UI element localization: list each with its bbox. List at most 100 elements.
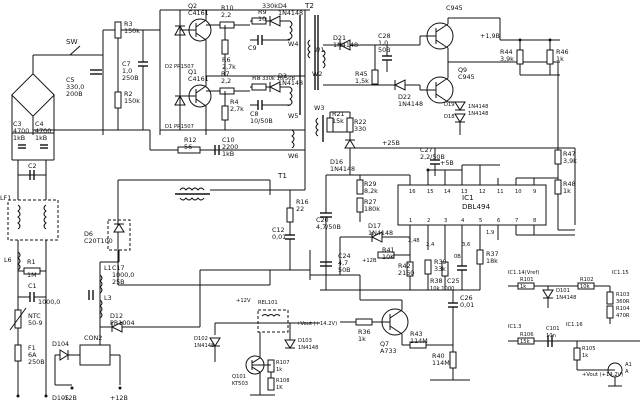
label-v36: 3,6 — [462, 242, 470, 248]
resistor-r7 — [219, 87, 235, 95]
label-w1: W1 — [314, 46, 324, 54]
winding-w2 — [322, 49, 326, 69]
label-c9: C9 — [248, 44, 257, 52]
label-r107-0: R107 — [276, 360, 290, 366]
label-v48: 2,48 — [408, 238, 420, 244]
diode-d4 — [268, 15, 281, 27]
label-ic1-0: IC1 — [462, 193, 474, 202]
resistor-r2 — [114, 91, 122, 109]
label-c7-2: 250B — [122, 74, 139, 82]
label-ic13: IC1.3 — [508, 324, 521, 330]
label-c26-0: C26 — [460, 294, 473, 302]
label-c17-1: 1000,0 — [112, 271, 134, 279]
label-r38v: 10k 1000 — [430, 286, 454, 292]
label-d18: D18 — [444, 114, 455, 120]
label-c101-1: 10n — [546, 333, 556, 339]
diode-d102 — [209, 337, 221, 347]
label-f1-1: 6A — [28, 351, 37, 359]
label-d103-1: 1N4148 — [298, 345, 318, 351]
label-q2-0: Q2 — [188, 2, 197, 10]
label-c7-0: C7 — [122, 60, 131, 68]
label-q7-0: Q7 — [380, 340, 389, 348]
diode-d18 — [454, 113, 466, 123]
label-r108-0: R108 — [276, 378, 290, 384]
resistor-r107 — [267, 359, 275, 373]
label-r43-0: R43 — [410, 330, 423, 338]
label-r21-1: 15k — [332, 117, 344, 125]
label-ic115: IC1.15 — [612, 270, 629, 276]
ic1-pin-top: 13 — [461, 189, 468, 195]
label-d18v-1: 1N4148 — [468, 111, 488, 117]
label-t2: T2 — [304, 1, 314, 10]
driver-section — [307, 15, 560, 135]
ic1-pin-top: 15 — [427, 189, 434, 195]
label-sw: SW — [66, 37, 78, 46]
resistor-r36 — [355, 318, 373, 326]
label-d21-1: 1N4148 — [333, 41, 358, 49]
resistor-r10 — [219, 21, 235, 29]
label-d101-0: D101 — [556, 288, 570, 294]
label-d102-1: 1N4148 — [194, 343, 214, 349]
label-v5: +5B — [440, 159, 454, 167]
label-r9-0: R9 — [258, 8, 267, 16]
reference-indicator-circuit — [508, 282, 614, 324]
feedback-network — [310, 174, 484, 381]
label-a1-1: A — [625, 369, 629, 375]
label-r47-1: 3,9k — [563, 157, 577, 165]
label-c4-1: 4700 — [35, 127, 51, 135]
label-d16-1: 1N4148 — [330, 165, 355, 173]
output-section — [54, 150, 311, 390]
label-c17-2: 25B — [112, 278, 125, 286]
label-d12-0: D12 — [110, 312, 123, 320]
resistor-r37 — [476, 249, 484, 265]
label-q1-1: C4161 — [188, 75, 209, 83]
label-rel: REL101 — [258, 300, 278, 306]
ic1-pin-bottom: 7 — [515, 218, 518, 224]
winding-w1 — [307, 39, 311, 59]
label-f1-2: 250B — [28, 358, 45, 366]
label-d17-1: 1N4148 — [368, 229, 393, 237]
ic1-pin-top: 14 — [444, 189, 451, 195]
label-r7-0: R7 — [221, 70, 230, 78]
label-c4-2: 1kB — [35, 134, 47, 142]
label-r21-0: R21 — [332, 110, 345, 118]
label-r16-0: R16 — [296, 198, 309, 206]
resistor-r102 — [577, 282, 595, 290]
label-r9v: 330k — [262, 2, 278, 10]
resistor-r27 — [356, 197, 364, 213]
label-c2: C2 — [28, 162, 37, 170]
label-w4: W4 — [288, 40, 298, 48]
label-c27-0: C27 — [420, 146, 433, 154]
label-c10-0: C10 — [222, 136, 235, 144]
label-r104-0: R104 — [616, 306, 630, 312]
label-q101-1: KT503 — [232, 381, 248, 387]
label-c10-2: 1kB — [222, 150, 234, 158]
label-d3-1: 1N4148 — [278, 79, 303, 87]
resistor-r39 — [424, 259, 432, 275]
label-d3-0: D3 — [278, 72, 287, 80]
label-d16-0: D16 — [330, 158, 343, 166]
label-r103-0: R103 — [616, 292, 630, 298]
label-c3-1: 4700 — [13, 127, 29, 135]
resistor-r40 — [449, 351, 457, 369]
label-w6: W6 — [288, 152, 298, 160]
label-d6-1: C20T100 — [84, 237, 113, 245]
label-r108-1: 1K — [276, 385, 283, 391]
resistor-r44 — [516, 49, 524, 65]
label-q2-1: C4161 — [188, 9, 209, 17]
diode-d101 — [542, 289, 554, 299]
label-r6-0: R6 — [222, 56, 231, 64]
ic1-pin-top: 12 — [479, 189, 486, 195]
ic1-pin-bottom: 1 — [409, 218, 412, 224]
resistor-r16 — [286, 207, 294, 223]
resistor-r4 — [221, 105, 229, 121]
label-d103-0: D103 — [298, 338, 312, 344]
label-c8-0: C8 — [250, 110, 259, 118]
pwm-controller-ic1 — [397, 164, 575, 260]
label-r22-0: R22 — [354, 118, 367, 126]
relay-rel101 — [257, 309, 289, 333]
label-f1-0: F1 — [28, 344, 36, 352]
label-r27-1: 180k — [364, 205, 380, 213]
